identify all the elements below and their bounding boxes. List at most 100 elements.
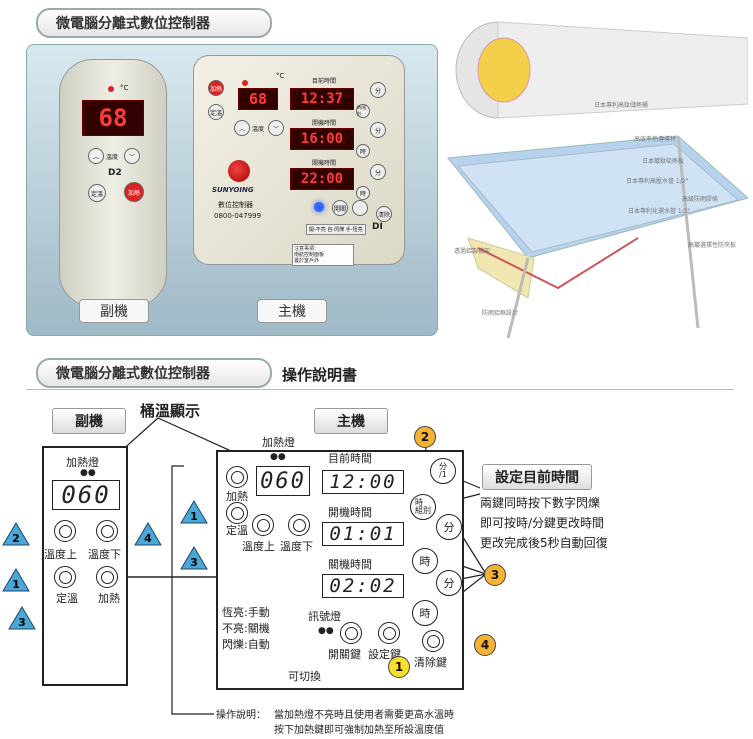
main-off-time-label: 關機時間 (328, 558, 372, 571)
marker-2-main: 2 (414, 426, 436, 448)
main-heat-label: 加熱 (226, 490, 248, 503)
main-clear-button[interactable] (422, 630, 444, 652)
main-clear-key-label: 清除鍵 (414, 656, 447, 669)
marker-3-main: 3 (180, 546, 208, 570)
main-temp-down-button[interactable] (288, 514, 310, 536)
main-min-button[interactable]: 分 (436, 514, 462, 540)
main-min-button-2[interactable]: 分 (436, 570, 462, 596)
svg-text:3: 3 (190, 556, 198, 569)
marker-2-remote: 2 (2, 522, 30, 546)
mode-line-2: 閃爍:自動 (222, 638, 270, 651)
main-temp-down-button-photo[interactable]: ﹀ (268, 120, 284, 136)
marker-3-remote: 3 (8, 606, 36, 630)
remote-heat-label: 加熱 (98, 592, 120, 605)
main-set-temp-button-photo[interactable]: 定溫 (208, 104, 224, 120)
remote-temp-up-button[interactable]: ﹀ (124, 148, 140, 164)
heater-label-1: 高效率熱傳導材 (634, 136, 677, 143)
main-temp-up-button-photo[interactable]: ︿ (234, 120, 250, 136)
main-unit-photo: 加熱 °C 68 目前時間 12:37 開機時間 16:00 關機時間 22:0… (193, 55, 405, 266)
main-on-time-label: 開機時間 (328, 506, 372, 519)
main-set-button[interactable] (378, 622, 400, 644)
remote-set-temp-button[interactable]: 定溫 (88, 184, 106, 202)
main-heat-button[interactable] (226, 466, 248, 488)
solar-heater-drawing (447, 21, 750, 339)
manual-divider (26, 389, 734, 390)
main-clear-button-photo[interactable]: 清除 (376, 206, 392, 222)
main-hour-group-button[interactable]: 時 組別 (410, 494, 436, 520)
notice-sticker: 注意事項： 南航控制面板 置於室戶外 (292, 244, 354, 266)
brand-logo (228, 160, 250, 182)
phone-number: 0800-047999 (214, 212, 262, 220)
set-time-line-1: 即可按時/分鍵更改時間 (480, 516, 605, 530)
main-temp-down-label: 溫度下 (280, 540, 313, 553)
main-unit-label: °C (276, 72, 285, 80)
remote-temp-up-button[interactable] (54, 520, 76, 542)
main-min-button-2-photo[interactable]: 分 (370, 164, 386, 180)
note-label: 操作說明： (216, 710, 266, 721)
main-off-time-display: 02:02 (322, 574, 404, 598)
set-time-title: 設定目前時間 (482, 464, 592, 490)
heater-label-6: 高鍍選擇性防夾板 (688, 242, 737, 249)
main-power-button[interactable] (340, 622, 362, 644)
main-hour-button-2-photo[interactable]: 時 (356, 186, 370, 200)
remote-unit-label: °C (120, 84, 129, 92)
svg-text:1: 1 (190, 510, 198, 523)
main-model: DI (372, 222, 383, 232)
controller-photo: °C 68 ︿ 溫度 ﹀ D2 定溫 加熱 加熱 °C 68 目前時間 12:3… (26, 44, 438, 336)
main-hour-button-photo[interactable]: 時 (356, 144, 370, 158)
mode-line-0: 恆亮:手動 (222, 606, 270, 619)
main-set-temp-button[interactable] (226, 502, 248, 524)
signal-light-icon: ●● (318, 626, 334, 636)
caption-main: 主機 (257, 299, 327, 323)
remote-heat-button[interactable]: 加熱 (124, 182, 144, 202)
heater-label-8: 防雨鋁框設計 (482, 310, 519, 317)
remote-set-temp-button[interactable] (54, 566, 76, 588)
main-min-button-photo[interactable]: 分 (370, 122, 386, 138)
remote-unit-photo: °C 68 ︿ 溫度 ﹀ D2 定溫 加熱 (59, 59, 167, 307)
heater-label-4: 高級防雨膠條 (682, 196, 719, 203)
manual-suffix: 操作說明書 (282, 366, 358, 384)
svg-text:3: 3 (18, 616, 26, 629)
note-line-2: 按下加熱鍵即可強制加熱至所設溫度值 (274, 725, 444, 736)
main-current-time-display: 12:00 (322, 470, 404, 494)
brand-name: SUNYOING (212, 186, 254, 194)
main-heat-button-photo[interactable]: 加熱 (208, 80, 224, 96)
main-hour-button-2[interactable]: 時 (412, 600, 438, 626)
heater-label-2: 日本專利高壓水管 1/2" (626, 178, 689, 185)
tag-remote: 副機 (52, 408, 126, 434)
main-power-dot (242, 80, 248, 86)
heater-label-0: 日本專利高鈦儲熱桶 (594, 102, 649, 109)
main-temp-up-label: 溫度上 (242, 540, 275, 553)
main-current-time-led: 12:37 (290, 88, 354, 110)
set-time-line-2: 更改完成後5秒自動回復 (480, 536, 608, 550)
main-hour-button[interactable]: 時 (412, 548, 438, 574)
main-current-time-label: 目前時間 (328, 452, 372, 465)
remote-temp-down-button[interactable]: ︿ (88, 148, 104, 164)
remote-temp-down-label: 溫度下 (88, 548, 121, 561)
remote-model: D2 (108, 168, 122, 178)
product-name: 數位控制器 (218, 201, 253, 209)
main-min-sub-button-photo[interactable]: 分 (370, 82, 386, 98)
remote-heat-button[interactable] (96, 566, 118, 588)
main-on-time-display: 01:01 (322, 522, 404, 546)
main-on-time-led: 16:00 (290, 128, 354, 150)
main-power-key-label: 開關鍵 (328, 648, 361, 661)
marker-1-main: 1 (180, 500, 208, 524)
main-temp-label-photo: 溫度 (252, 126, 265, 133)
main-set-button-photo[interactable] (352, 200, 368, 216)
heater-label-3: 日本鍍鈦吸熱板 (642, 158, 685, 165)
marker-4-remote: 4 (134, 522, 162, 546)
main-temp-led: 68 (238, 88, 278, 110)
remote-temp-down-button[interactable] (96, 520, 118, 542)
main-hour-group-button-photo[interactable]: 時/組別 (356, 104, 370, 118)
main-min-sub-button[interactable]: 分 /1 (430, 458, 456, 484)
main-off-time-label-photo: 關機時間 (312, 160, 337, 167)
caption-remote: 副機 (79, 299, 149, 323)
remote-display: 060 (52, 480, 120, 510)
mode-line-1: 不亮:關機 (222, 622, 270, 635)
remote-led-display: 68 (82, 100, 144, 136)
svg-text:1: 1 (12, 578, 20, 591)
main-power-button-photo[interactable]: 開關 (332, 200, 348, 216)
main-on-time-label-photo: 開機時間 (312, 120, 337, 127)
main-temp-up-button[interactable] (252, 514, 274, 536)
